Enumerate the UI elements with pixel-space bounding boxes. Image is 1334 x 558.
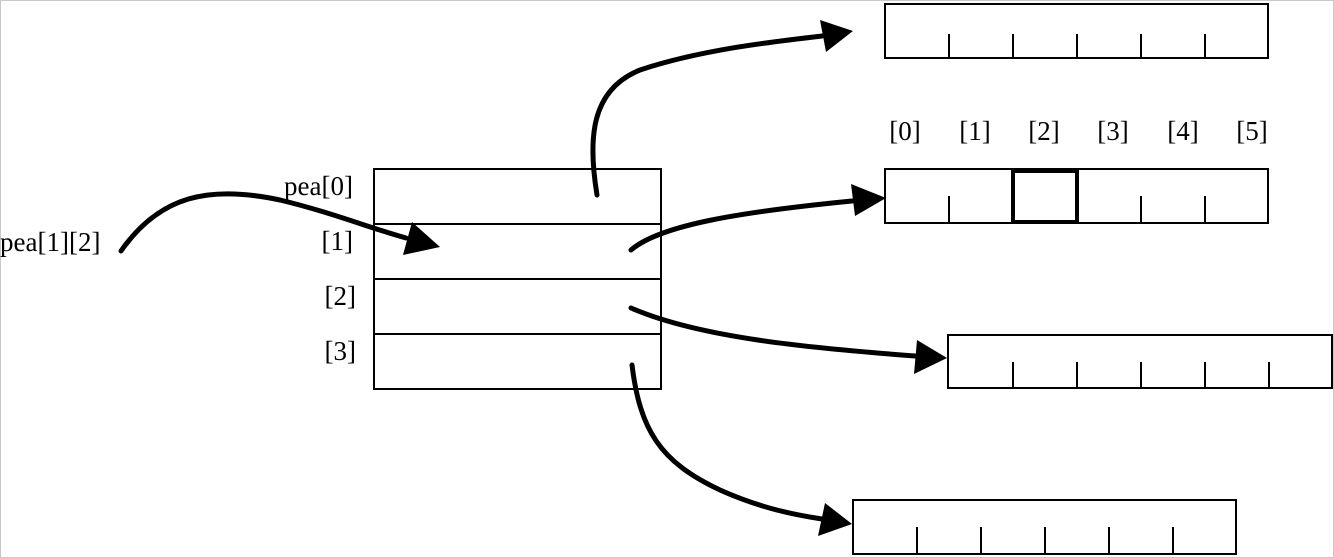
arrow-row-0-head [820,20,853,52]
row-label-1: [1] [322,226,353,256]
column-label-4: [4] [1167,116,1198,146]
arrow-element-line [118,191,409,254]
arrow-row-2 [628,305,947,374]
column-label-2: [2] [1028,116,1059,146]
sub-array-2 [947,334,1333,389]
element-label: pea[1][2] [0,227,100,257]
sub-array-3 [852,499,1237,555]
arrow-row-1-line [628,198,855,253]
column-label-5: [5] [1236,116,1267,146]
pointer-array-row-3 [373,333,662,390]
arrow-row-2-line [628,305,918,359]
arrow-row-3-head [818,503,852,536]
sub-array-1 [884,168,1269,224]
row-label-3: [3] [325,336,356,366]
arrow-row-2-head [914,340,947,374]
column-label-1: [1] [959,116,990,146]
highlighted-cell [1011,169,1079,224]
column-label-0: [0] [889,116,920,146]
pointer-array [373,168,662,390]
arrow-row-3-line [629,362,825,522]
arrow-row-0 [590,20,853,198]
row-label-2: [2] [325,281,356,311]
arrow-row-3 [629,362,852,536]
arrow-row-0-line [590,33,825,198]
arrow-row-1 [628,184,886,253]
pointer-array-row-0 [373,168,662,225]
column-label-3: [3] [1097,116,1128,146]
sub-array-0 [884,3,1269,59]
column-labels: [0] [1] [2] [3] [4] [5] [889,116,1267,146]
arrow-element-head [403,222,440,255]
arrow-element [118,191,440,255]
pointer-array-label: pea[0] [284,171,353,201]
arrow-row-1-head [851,184,886,216]
pointer-array-row-2 [373,278,662,335]
